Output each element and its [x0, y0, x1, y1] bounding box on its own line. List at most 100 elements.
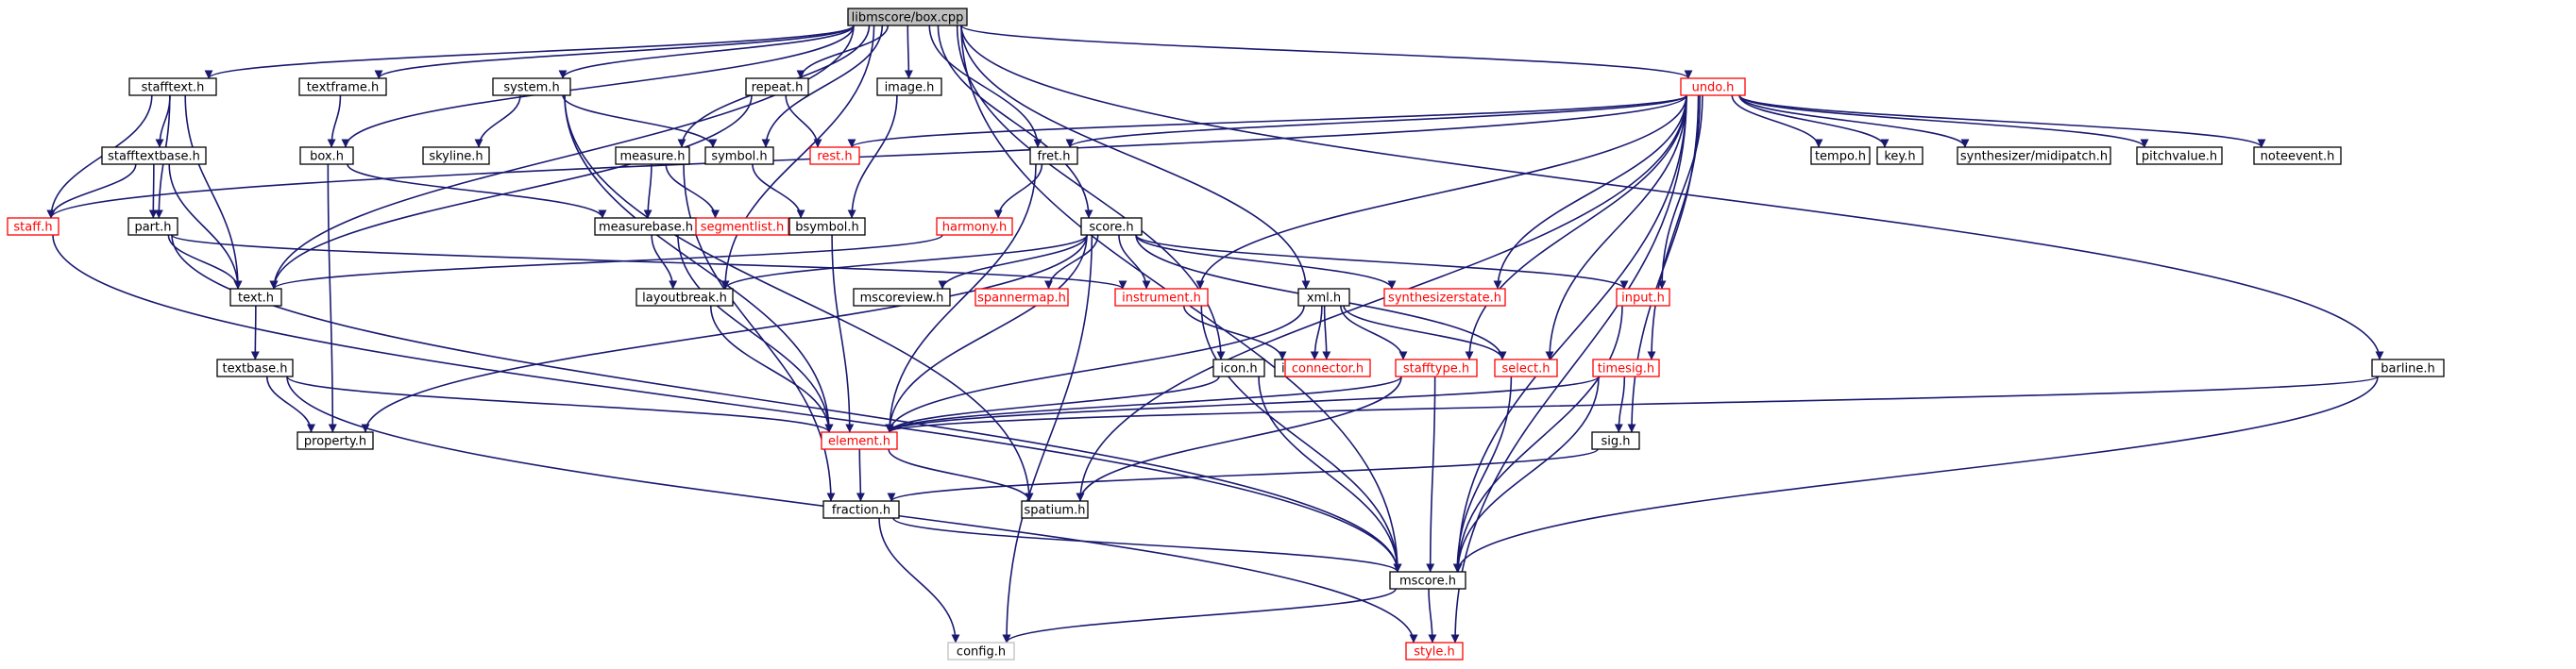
edge-undo-h-to-input-h [1657, 94, 1703, 290]
node-config-h[interactable]: config.h [947, 642, 1015, 661]
node-label: icon.h [1220, 362, 1257, 376]
node-label: stafftext.h [142, 81, 205, 95]
node-label: mscore.h [1399, 575, 1456, 589]
node-spannermap-h[interactable]: spannermap.h [974, 288, 1069, 307]
node-textbase-h[interactable]: textbase.h [216, 359, 294, 377]
node-box [2136, 146, 2223, 165]
node-box [1405, 642, 1464, 661]
node-image-h[interactable]: image.h [876, 77, 942, 96]
node-rest-h[interactable]: rest.h [809, 146, 860, 165]
node-box [128, 77, 217, 96]
node-undo-h[interactable]: undo.h [1680, 77, 1746, 96]
node-property-h[interactable]: property.h [297, 431, 374, 450]
edge-undo-h-to-rest-h [847, 94, 1687, 148]
node-spatium-h[interactable]: spatium.h [1021, 500, 1089, 519]
edges-layer [46, 25, 2384, 644]
node-box [853, 288, 951, 307]
edge-icon-h-to-element-h [885, 376, 1220, 433]
node-mscoreview-h[interactable]: mscoreview.h [853, 288, 951, 307]
node-box [947, 642, 1015, 661]
edge-sig-h-to-fraction-h [887, 448, 1599, 502]
node-layoutbreak-h[interactable]: layoutbreak.h [636, 288, 734, 307]
edge-measure-h-to-measurebase-h [643, 163, 652, 219]
node-instrument-h[interactable]: instrument.h [1114, 288, 1209, 307]
edge-fret-h-to-element-h [885, 163, 1037, 433]
node-box [1021, 500, 1089, 519]
node-fraction-h[interactable]: fraction.h [822, 500, 900, 519]
edge-score-h-to-property-h [361, 234, 1088, 433]
edge-undo-h-to-select-h [1545, 94, 1687, 360]
node-box [216, 359, 294, 377]
node-fret-h[interactable]: fret.h [1029, 146, 1078, 165]
node-score-h[interactable]: score.h [1080, 217, 1143, 236]
node-box [821, 431, 898, 450]
node-element-h[interactable]: element.h [821, 431, 898, 450]
node-part-h[interactable]: part.h [127, 217, 178, 236]
node-connector-h[interactable]: connector.h [1284, 359, 1371, 377]
node-harmony-h[interactable]: harmony.h [936, 217, 1013, 236]
node-box [876, 77, 942, 96]
node-synthesizerstate-h[interactable]: synthesizerstate.h [1383, 288, 1506, 307]
node-box [2253, 146, 2342, 165]
edge-barline-h-to-element-h [886, 376, 2379, 433]
node-stafftype-h[interactable]: stafftype.h [1395, 359, 1478, 377]
node-barline-h[interactable]: barline.h [2371, 359, 2445, 377]
edge-mscore-h-to-style-h [1428, 588, 1437, 644]
node-segmentlist-h[interactable]: segmentlist.h [695, 217, 789, 236]
node-timesig-h[interactable]: timesig.h [1592, 359, 1660, 377]
node-box-cpp[interactable]: libmscore/box.cpp [847, 8, 968, 26]
node-label: harmony.h [942, 221, 1007, 235]
edge-repeat-h-to-rest-h [785, 94, 822, 148]
node-textframe-h[interactable]: textframe.h [298, 77, 387, 96]
node-style-h[interactable]: style.h [1405, 642, 1464, 661]
node-xml-h[interactable]: xml.h [1297, 288, 1350, 307]
node-text-h[interactable]: text.h [229, 288, 282, 307]
edge-stafftype-h-to-mscore-h [1426, 376, 1436, 573]
edge-element-h-to-spatium-h [888, 448, 1034, 502]
edge-textframe-h-to-box-h [327, 94, 342, 148]
node-box [1591, 431, 1640, 450]
node-label: xml.h [1307, 292, 1341, 306]
node-box [745, 77, 809, 96]
edge-text-h-to-textbase-h [250, 305, 260, 360]
node-key-h[interactable]: key.h [1876, 146, 1924, 165]
edge-score-h-to-input-h [1135, 234, 1629, 290]
edge-xml-h-to-connector-h [1322, 305, 1331, 360]
node-label: spatium.h [1025, 504, 1086, 518]
node-box-h[interactable]: box.h [299, 146, 354, 165]
node-system-h[interactable]: system.h [492, 77, 571, 96]
node-label: synthesizer/midipatch.h [1960, 150, 2108, 164]
node-box [1389, 571, 1466, 590]
node-staff-h[interactable]: staff.h [7, 217, 59, 236]
node-skyline-h[interactable]: skyline.h [422, 146, 490, 165]
node-bsymbol-h[interactable]: bsymbol.h [788, 217, 866, 236]
edge-box-cpp-to-barline-h [960, 25, 2384, 360]
node-pitchvalue-h[interactable]: pitchvalue.h [2136, 146, 2223, 165]
node-noteevent-h[interactable]: noteevent.h [2253, 146, 2342, 165]
node-measurebase-h[interactable]: measurebase.h [594, 217, 698, 236]
node-synthesizer-midipatch-h[interactable]: synthesizer/midipatch.h [1957, 146, 2111, 165]
node-measure-h[interactable]: measure.h [615, 146, 690, 165]
node-stafftextbase-h[interactable]: stafftextbase.h [101, 146, 207, 165]
node-label: key.h [1884, 150, 1915, 164]
edge-stafftextbase-h-to-text-h [168, 163, 243, 290]
node-sig-h[interactable]: sig.h [1591, 431, 1640, 450]
node-label: part.h [134, 221, 171, 235]
edge-undo-h-to-mscore-h [1453, 94, 1687, 573]
node-label: skyline.h [429, 150, 483, 164]
node-input-h[interactable]: input.h [1616, 288, 1670, 307]
node-tempo-h[interactable]: tempo.h [1810, 146, 1871, 165]
node-box [422, 146, 490, 165]
node-box [1592, 359, 1660, 377]
node-mscore-h[interactable]: mscore.h [1389, 571, 1466, 590]
edge-bsymbol-h-to-element-h [831, 234, 855, 433]
node-icon-h[interactable]: icon.h [1212, 359, 1265, 377]
node-symbol-h[interactable]: symbol.h [704, 146, 774, 165]
edge-box-cpp-to-xml-h [960, 25, 1311, 290]
node-select-h[interactable]: select.h [1494, 359, 1558, 377]
node-repeat-h[interactable]: repeat.h [745, 77, 809, 96]
edge-textbase-h-to-element-h [286, 376, 834, 433]
node-stafftext-h[interactable]: stafftext.h [128, 77, 217, 96]
edge-measure-h-to-fraction-h [683, 163, 836, 502]
